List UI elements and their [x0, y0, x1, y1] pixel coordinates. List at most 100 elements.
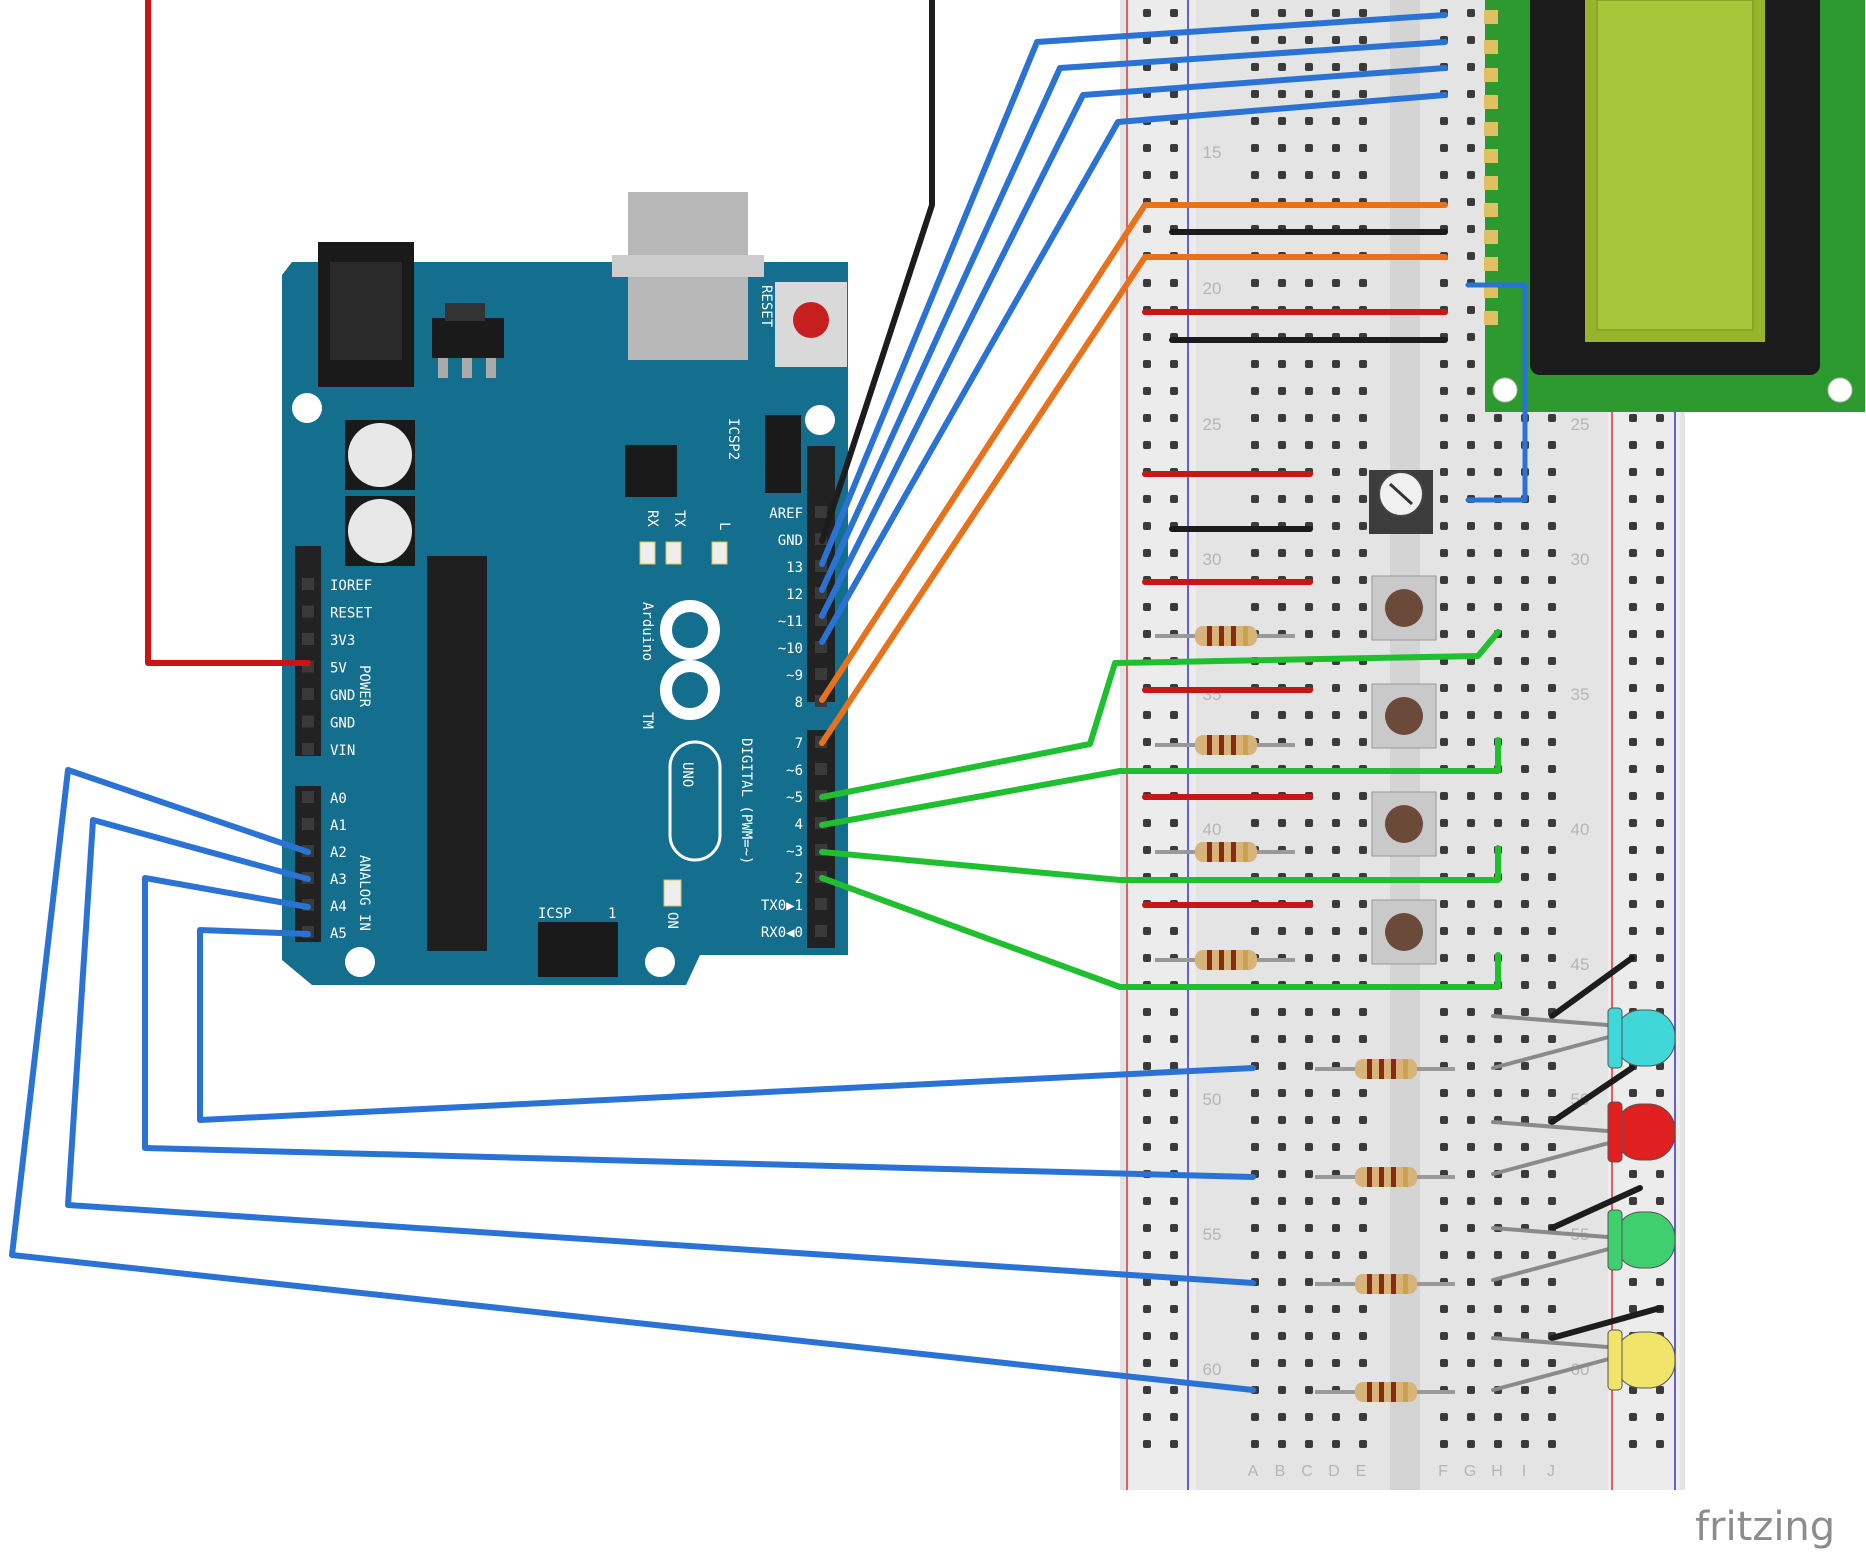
row-number-left: 60 [1203, 1360, 1222, 1379]
yellow-led [1607, 1329, 1676, 1391]
rx-label: RX [644, 510, 660, 527]
header-pin[interactable] [302, 605, 314, 618]
header-pin[interactable] [302, 578, 314, 590]
resistor [1315, 1274, 1455, 1294]
digital-pin-label: AREF [769, 506, 803, 522]
analog-pin-label: A4 [330, 899, 347, 915]
wire [1465, 282, 1528, 503]
wire [1549, 1185, 1643, 1231]
header-pin[interactable] [302, 791, 314, 803]
wire [197, 927, 1256, 1123]
push-button[interactable] [1371, 791, 1437, 857]
analog-header [295, 786, 321, 942]
wire [1549, 955, 1635, 1019]
row-number-left: 25 [1203, 415, 1222, 434]
resistor [1315, 1059, 1455, 1079]
push-button[interactable] [1371, 683, 1437, 749]
red-led [1607, 1101, 1676, 1163]
digital-pin-label: 8 [795, 695, 803, 711]
wire [819, 92, 1448, 645]
icsp2-label: ICSP2 [725, 418, 741, 460]
wire [819, 39, 1448, 593]
row-number-right: 45 [1571, 955, 1590, 974]
brand-tm: TM [639, 712, 655, 729]
digital-pin-label: 4 [795, 817, 803, 833]
wire [145, 0, 311, 666]
digital-header-low [807, 730, 835, 948]
analog-pin-label: A0 [330, 791, 347, 807]
atmega-chip [427, 556, 487, 951]
digital-pin-label: ~6 [786, 763, 803, 779]
wire [819, 202, 1448, 703]
header-pin[interactable] [815, 925, 827, 937]
header-pin[interactable] [302, 743, 314, 755]
wire [819, 629, 1501, 800]
column-letter: F [1438, 1463, 1448, 1480]
row-number-left: 40 [1203, 820, 1222, 839]
digital-pin-label: ~10 [778, 641, 803, 657]
row-number-left: 20 [1203, 279, 1222, 298]
push-button[interactable] [1371, 575, 1437, 641]
column-letter: I [1522, 1463, 1526, 1480]
analog-pin-label: A2 [330, 845, 347, 861]
icsp-pin-mark: 1 [608, 906, 616, 922]
power-pin-label: GND [330, 688, 355, 704]
wire [142, 875, 1256, 1180]
wire [1491, 1226, 1622, 1240]
analog-pin-label: A5 [330, 926, 347, 942]
analog-pin-label: A3 [330, 872, 347, 888]
header-pin[interactable] [302, 715, 314, 728]
wire [819, 12, 1448, 567]
header-pin[interactable] [815, 763, 827, 775]
power-pin-label: 5V [330, 661, 347, 677]
power-pin-label: IOREF [330, 578, 372, 594]
row-number-left: 55 [1203, 1225, 1222, 1244]
wire [1491, 1336, 1622, 1350]
digital-pin-label: 12 [786, 587, 803, 603]
digital-pin-label: 2 [795, 871, 803, 887]
wire [819, 845, 1501, 883]
row-number-left: 15 [1203, 143, 1222, 162]
digital-pin-label: 13 [786, 560, 803, 576]
header-pin[interactable] [815, 898, 827, 910]
wire [1491, 1032, 1622, 1070]
row-number-right: 25 [1571, 415, 1590, 434]
lcd-display [1484, 0, 1865, 412]
brand-label: Arduino [639, 602, 655, 661]
row-number-right: 35 [1571, 685, 1590, 704]
power-pin-label: RESET [330, 606, 373, 622]
wire [1549, 1065, 1635, 1125]
row-number-right: 30 [1571, 550, 1590, 569]
wire [1491, 1354, 1622, 1392]
wire [1491, 1014, 1622, 1028]
analog-pin-label: A1 [330, 818, 347, 834]
column-letter: G [1464, 1463, 1476, 1480]
wire [819, 65, 1448, 619]
resistor [1155, 735, 1295, 755]
potentiometer[interactable] [1369, 470, 1433, 534]
header-pin[interactable] [302, 633, 314, 645]
column-letter: A [1248, 1463, 1259, 1480]
resistor [1155, 842, 1295, 862]
column-letter: J [1547, 1463, 1555, 1480]
header-pin[interactable] [302, 688, 314, 700]
l-label: L [716, 522, 732, 530]
row-number-left: 50 [1203, 1090, 1222, 1109]
header-pin[interactable] [815, 506, 827, 518]
model-label: UNO [679, 762, 695, 787]
header-pin[interactable] [302, 818, 314, 830]
on-label: ON [664, 912, 680, 929]
tx-label: TX [671, 510, 687, 527]
green-led [1607, 1209, 1676, 1271]
header-pin[interactable] [815, 668, 827, 680]
power-pin-label: VIN [330, 743, 355, 759]
power-label: POWER [356, 665, 372, 708]
resistor [1155, 626, 1295, 646]
push-button[interactable] [1371, 899, 1437, 965]
reset-label: RESET [758, 285, 774, 328]
